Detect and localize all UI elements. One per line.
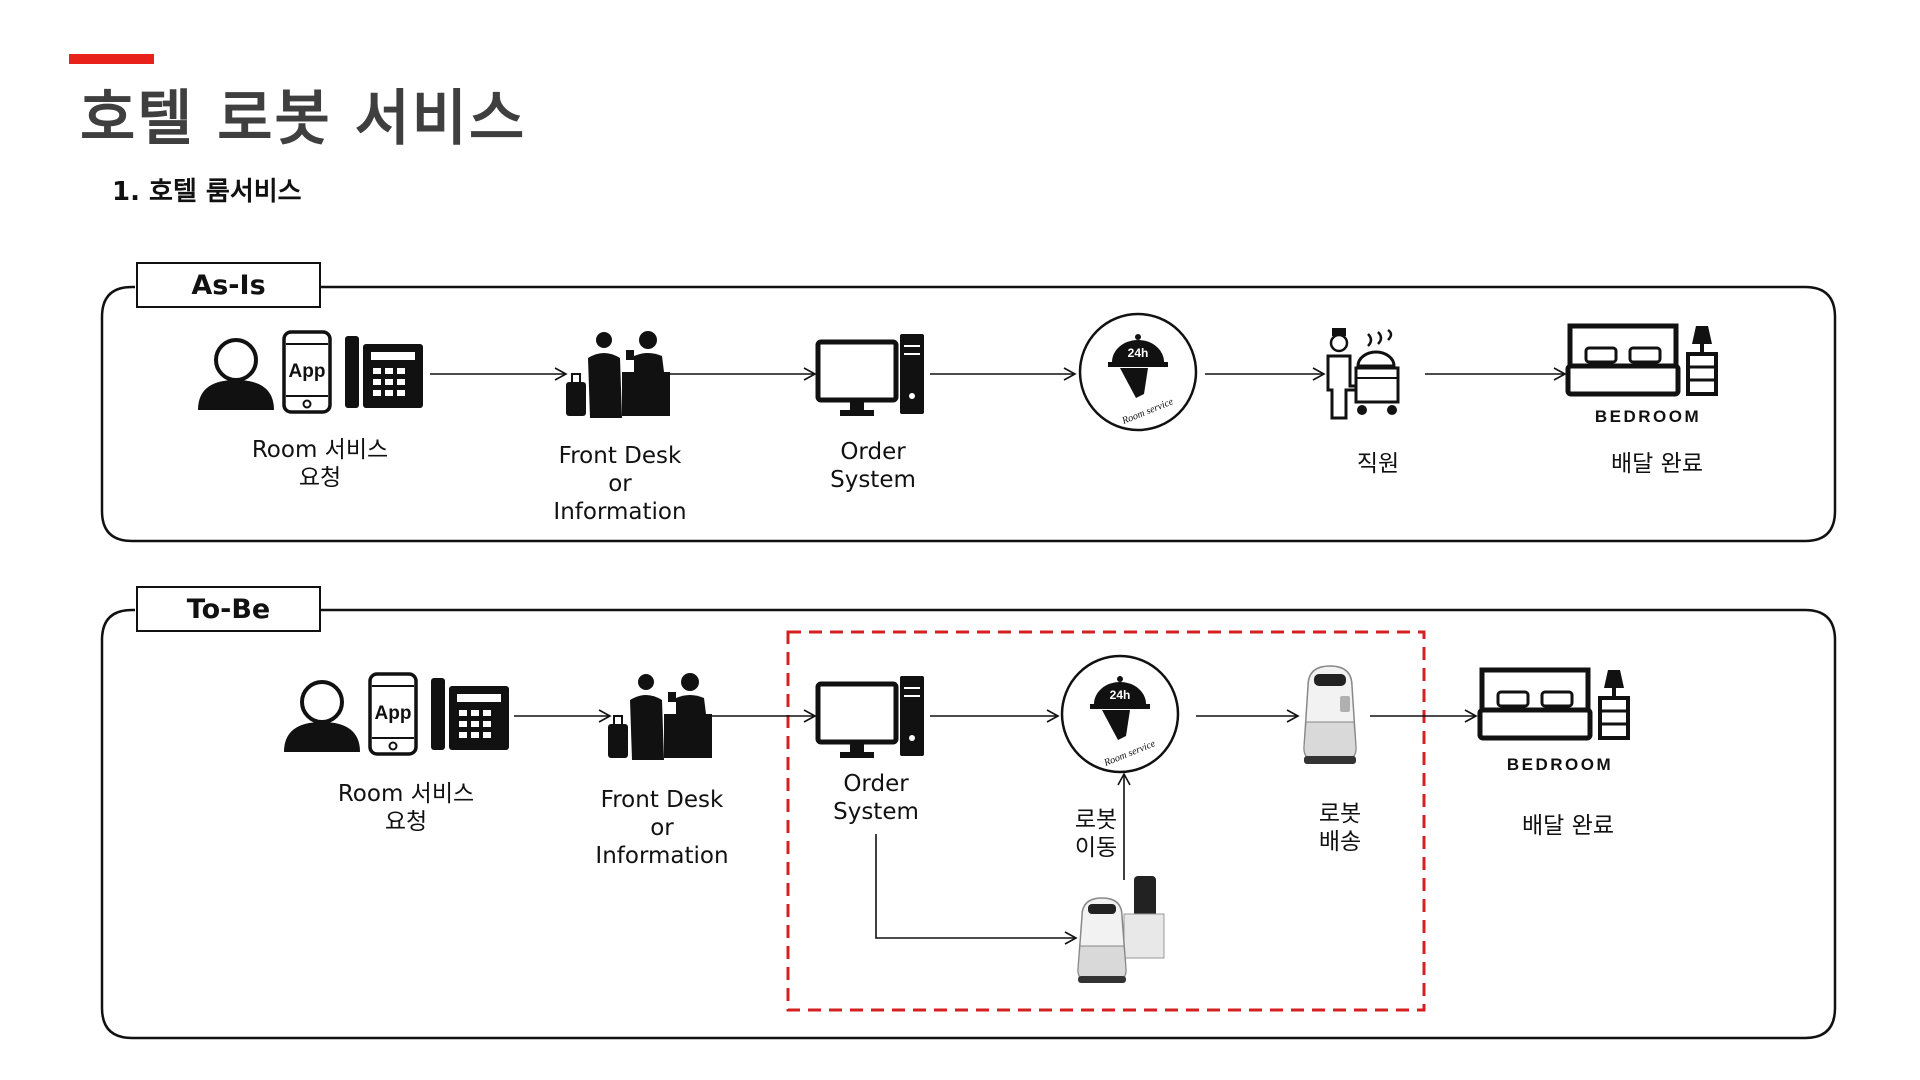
as-is-frame <box>100 285 1837 543</box>
person-icon <box>284 680 360 752</box>
svg-text:BEDROOM: BEDROOM <box>1595 407 1701 426</box>
svg-text:App: App <box>289 361 326 382</box>
computer-icon <box>815 334 924 416</box>
svg-text:App: App <box>375 703 412 724</box>
svg-text:BEDROOM: BEDROOM <box>1507 755 1613 774</box>
svg-text:24h: 24h <box>1128 346 1149 360</box>
svg-text:24h: 24h <box>1110 688 1131 702</box>
staff-cart-icon <box>1326 328 1400 420</box>
to-be-tag: To-Be <box>136 586 321 632</box>
to-be-step-robot-move-label: 로봇 이동 <box>1074 807 1118 861</box>
app-phone-icon: App <box>282 330 332 414</box>
app-phone-icon: App <box>368 672 418 756</box>
front-desk-icon <box>608 673 712 760</box>
page-title: 호텔 로봇 서비스 <box>80 84 527 154</box>
to-be-step-request-label: Room 서비스 요청 <box>337 781 475 835</box>
to-be-step-robot-delivery-label: 로봇 배송 <box>1318 801 1362 855</box>
bedroom-icon: BEDROOM <box>1477 667 1630 774</box>
as-is-step-delivered-label: 배달 완료 <box>1611 451 1703 477</box>
to-be-arrows <box>514 709 1478 945</box>
as-is-step-staff-label: 직원 <box>1356 451 1400 477</box>
person-icon <box>198 338 274 410</box>
bedroom-icon: BEDROOM <box>1565 323 1718 426</box>
delivery-robot-icon <box>1303 665 1357 764</box>
room-service-24h-icon: 24h Room service <box>1078 312 1198 432</box>
as-is-step-request-label: Room 서비스 요청 <box>251 437 389 491</box>
desk-phone-icon <box>345 336 423 408</box>
section-subtitle: 1. 호텔 룸서비스 <box>112 177 302 207</box>
to-be-frame <box>100 608 1837 1040</box>
to-be-step-front-desk-label: Front Desk or Information <box>595 787 729 869</box>
robot-process-highlight <box>786 630 1426 1012</box>
front-desk-icon <box>566 331 670 418</box>
to-be-step-order-system-label: Order System <box>833 771 919 825</box>
accent-bar <box>69 54 154 64</box>
as-is-tag: As-Is <box>136 262 321 308</box>
robot-charging-station-icon <box>1077 876 1165 983</box>
as-is-step-front-desk-label: Front Desk or Information <box>553 443 687 525</box>
to-be-step-delivered-label: 배달 완료 <box>1522 813 1614 839</box>
desk-phone-icon <box>431 678 509 750</box>
room-service-24h-icon: 24h Room service <box>1060 654 1180 774</box>
as-is-step-order-system-label: Order System <box>830 439 916 493</box>
computer-icon <box>815 676 924 758</box>
